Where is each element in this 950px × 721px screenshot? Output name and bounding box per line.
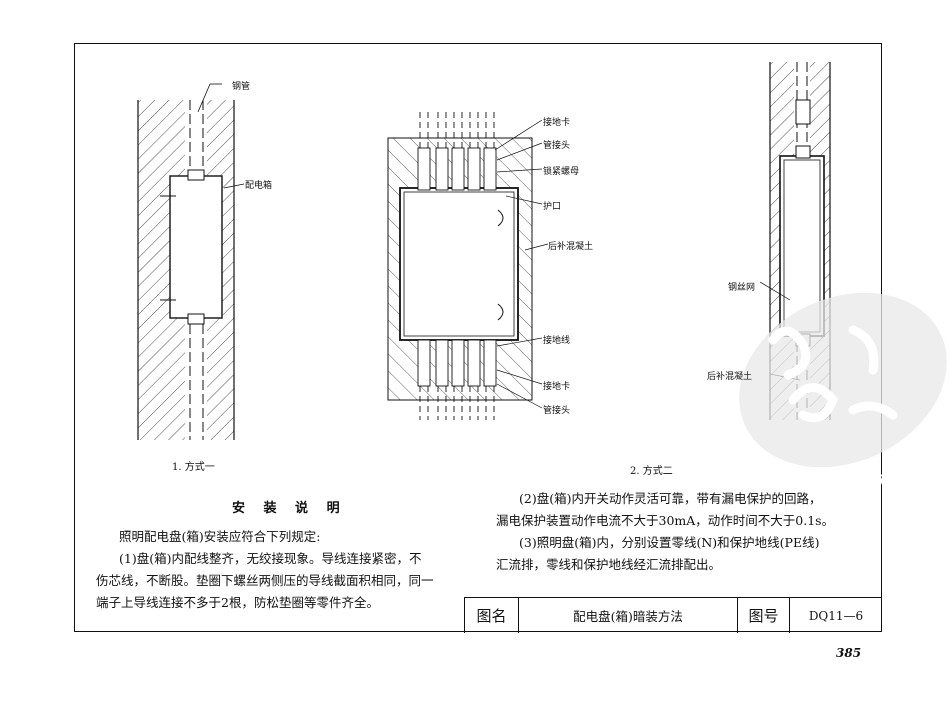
method1-diagram — [137, 83, 245, 440]
label-pipe-joint-bottom: 管接头 — [543, 406, 571, 416]
notes-item1-line3: 端子上导线连接不多于2根，防松垫圈等零件齐全。 — [96, 595, 379, 610]
label-pipe-joint-top: 管接头 — [543, 141, 571, 151]
label-ground-clamp-top: 接地卡 — [543, 118, 571, 128]
notes-item3-line2: 汇流排，零线和保护地线经汇流排配出。 — [496, 557, 722, 572]
title-block-name-label: 图名 — [464, 598, 518, 633]
label-wire-mesh: 钢丝网 — [728, 283, 756, 293]
title-block: 图名 配电盘(箱)暗装方法 图号 DQ11—6 — [464, 597, 882, 633]
label-ground-wire: 接地线 — [543, 336, 571, 346]
label-steel-pipe: 钢管 — [232, 82, 251, 92]
caption-method-2: 2. 方式二 — [630, 466, 673, 477]
notes-heading: 安 装 说 明 — [232, 501, 347, 516]
method2-diagram — [387, 112, 549, 420]
notes-item1-line1: (1)盘(箱)内配线整齐，无绞接现象。导线连接紧密，不 — [119, 551, 422, 566]
label-ground-clamp-bottom: 接地卡 — [543, 382, 571, 392]
title-block-number-value: DQ11—6 — [789, 598, 882, 633]
label-backfill-concrete: 后补混凝土 — [548, 242, 594, 252]
notes-item1-line2: 伤芯线，不断股。垫圈下螺丝两侧压的导线截面积相同，同一 — [96, 573, 434, 588]
notes-item2-line2: 漏电保护装置动作电流不大于30mA，动作时间不大于0.1s。 — [496, 513, 835, 528]
page-number: 385 — [836, 646, 862, 660]
label-bushing: 护口 — [543, 202, 562, 212]
watermark-seal — [739, 292, 947, 468]
label-lock-nut: 锁紧螺母 — [543, 167, 580, 177]
title-block-name-value: 配电盘(箱)暗装方法 — [518, 598, 737, 633]
notes-intro: 照明配电盘(箱)安装应符合下列规定: — [119, 529, 321, 544]
label-distribution-box: 配电箱 — [245, 181, 273, 191]
notes-item3-line1: (3)照明盘(箱)内，分别设置零线(N)和保护地线(PE线) — [519, 535, 820, 550]
label-backfill-concrete-2: 后补混凝土 — [707, 372, 753, 382]
caption-method-1: 1. 方式一 — [172, 462, 215, 473]
title-block-number-label: 图号 — [737, 598, 789, 633]
notes-item2-line1: (2)盘(箱)内开关动作灵活可靠，带有漏电保护的回路， — [519, 491, 822, 506]
